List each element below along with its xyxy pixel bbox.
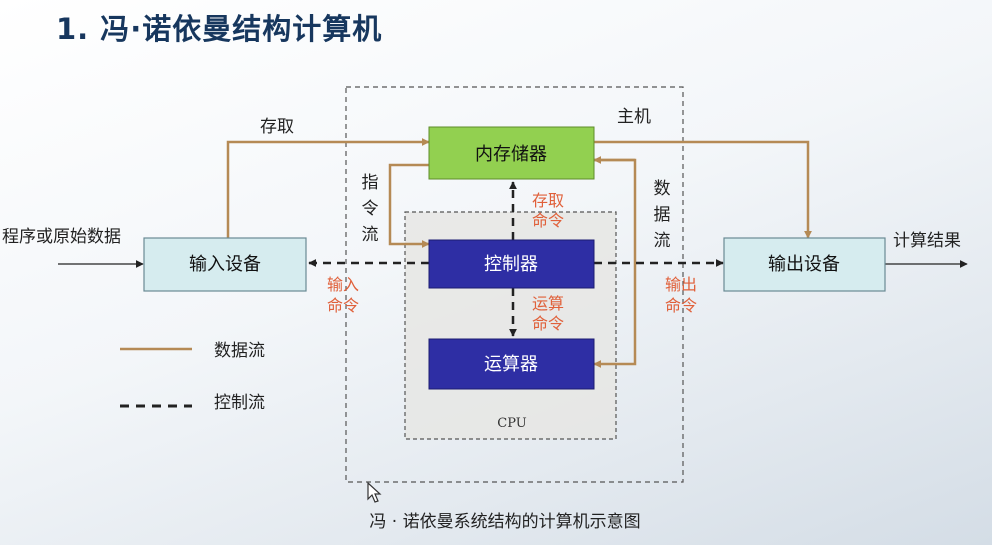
legend-control-flow-label: 控制流	[214, 393, 265, 413]
result-label: 计算结果	[893, 231, 961, 251]
mouse-pointer-icon	[367, 482, 382, 503]
output-device-label: 输出设备	[768, 254, 840, 275]
host-label: 主机	[617, 107, 651, 127]
program-data-label: 程序或原始数据	[2, 227, 121, 247]
controller-label: 控制器	[484, 254, 538, 275]
host-boundary	[345, 86, 684, 483]
data-flow-char-2: 据	[654, 205, 671, 225]
data-flow-input-to-memory	[226, 138, 430, 238]
output-command-line-2: 命令	[665, 296, 697, 315]
instruction-flow-char-1: 指	[362, 173, 379, 193]
instruction-flow-line	[388, 163, 430, 248]
compute-command-line-2: 命令	[532, 314, 564, 333]
instruction-flow-char-2: 令	[362, 199, 379, 219]
access-command-line-1: 存取	[532, 191, 564, 210]
output-device-box	[723, 237, 886, 292]
input-command-line-2: 命令	[327, 296, 359, 315]
cpu-label: CPU	[497, 416, 526, 431]
input-command-line-1: 输入	[327, 275, 359, 294]
access-label: 存取	[260, 117, 294, 137]
data-flow-char-1: 数	[654, 179, 671, 199]
memory-label: 内存储器	[475, 144, 547, 165]
instruction-flow-char-3: 流	[362, 225, 379, 245]
alu-label: 运算器	[484, 354, 538, 375]
alu-box	[428, 338, 595, 390]
figure-caption: 冯 · 诺依曼系统结构的计算机示意图	[369, 512, 640, 532]
data-flow-memory-to-output	[594, 140, 812, 239]
input-device-label: 输入设备	[189, 254, 261, 275]
slide-title: 1. 冯·诺依曼结构计算机	[56, 12, 383, 46]
access-command-line-2: 命令	[532, 211, 564, 230]
memory-box	[428, 126, 595, 180]
output-command-line-1: 输出	[665, 275, 697, 294]
input-device-box	[143, 237, 307, 292]
legend-data-flow-label: 数据流	[214, 341, 265, 361]
compute-command-line-1: 运算	[532, 294, 564, 313]
controller-box	[428, 239, 595, 289]
data-flow-char-3: 流	[654, 231, 671, 251]
legend: 数据流 控制流	[120, 341, 265, 413]
